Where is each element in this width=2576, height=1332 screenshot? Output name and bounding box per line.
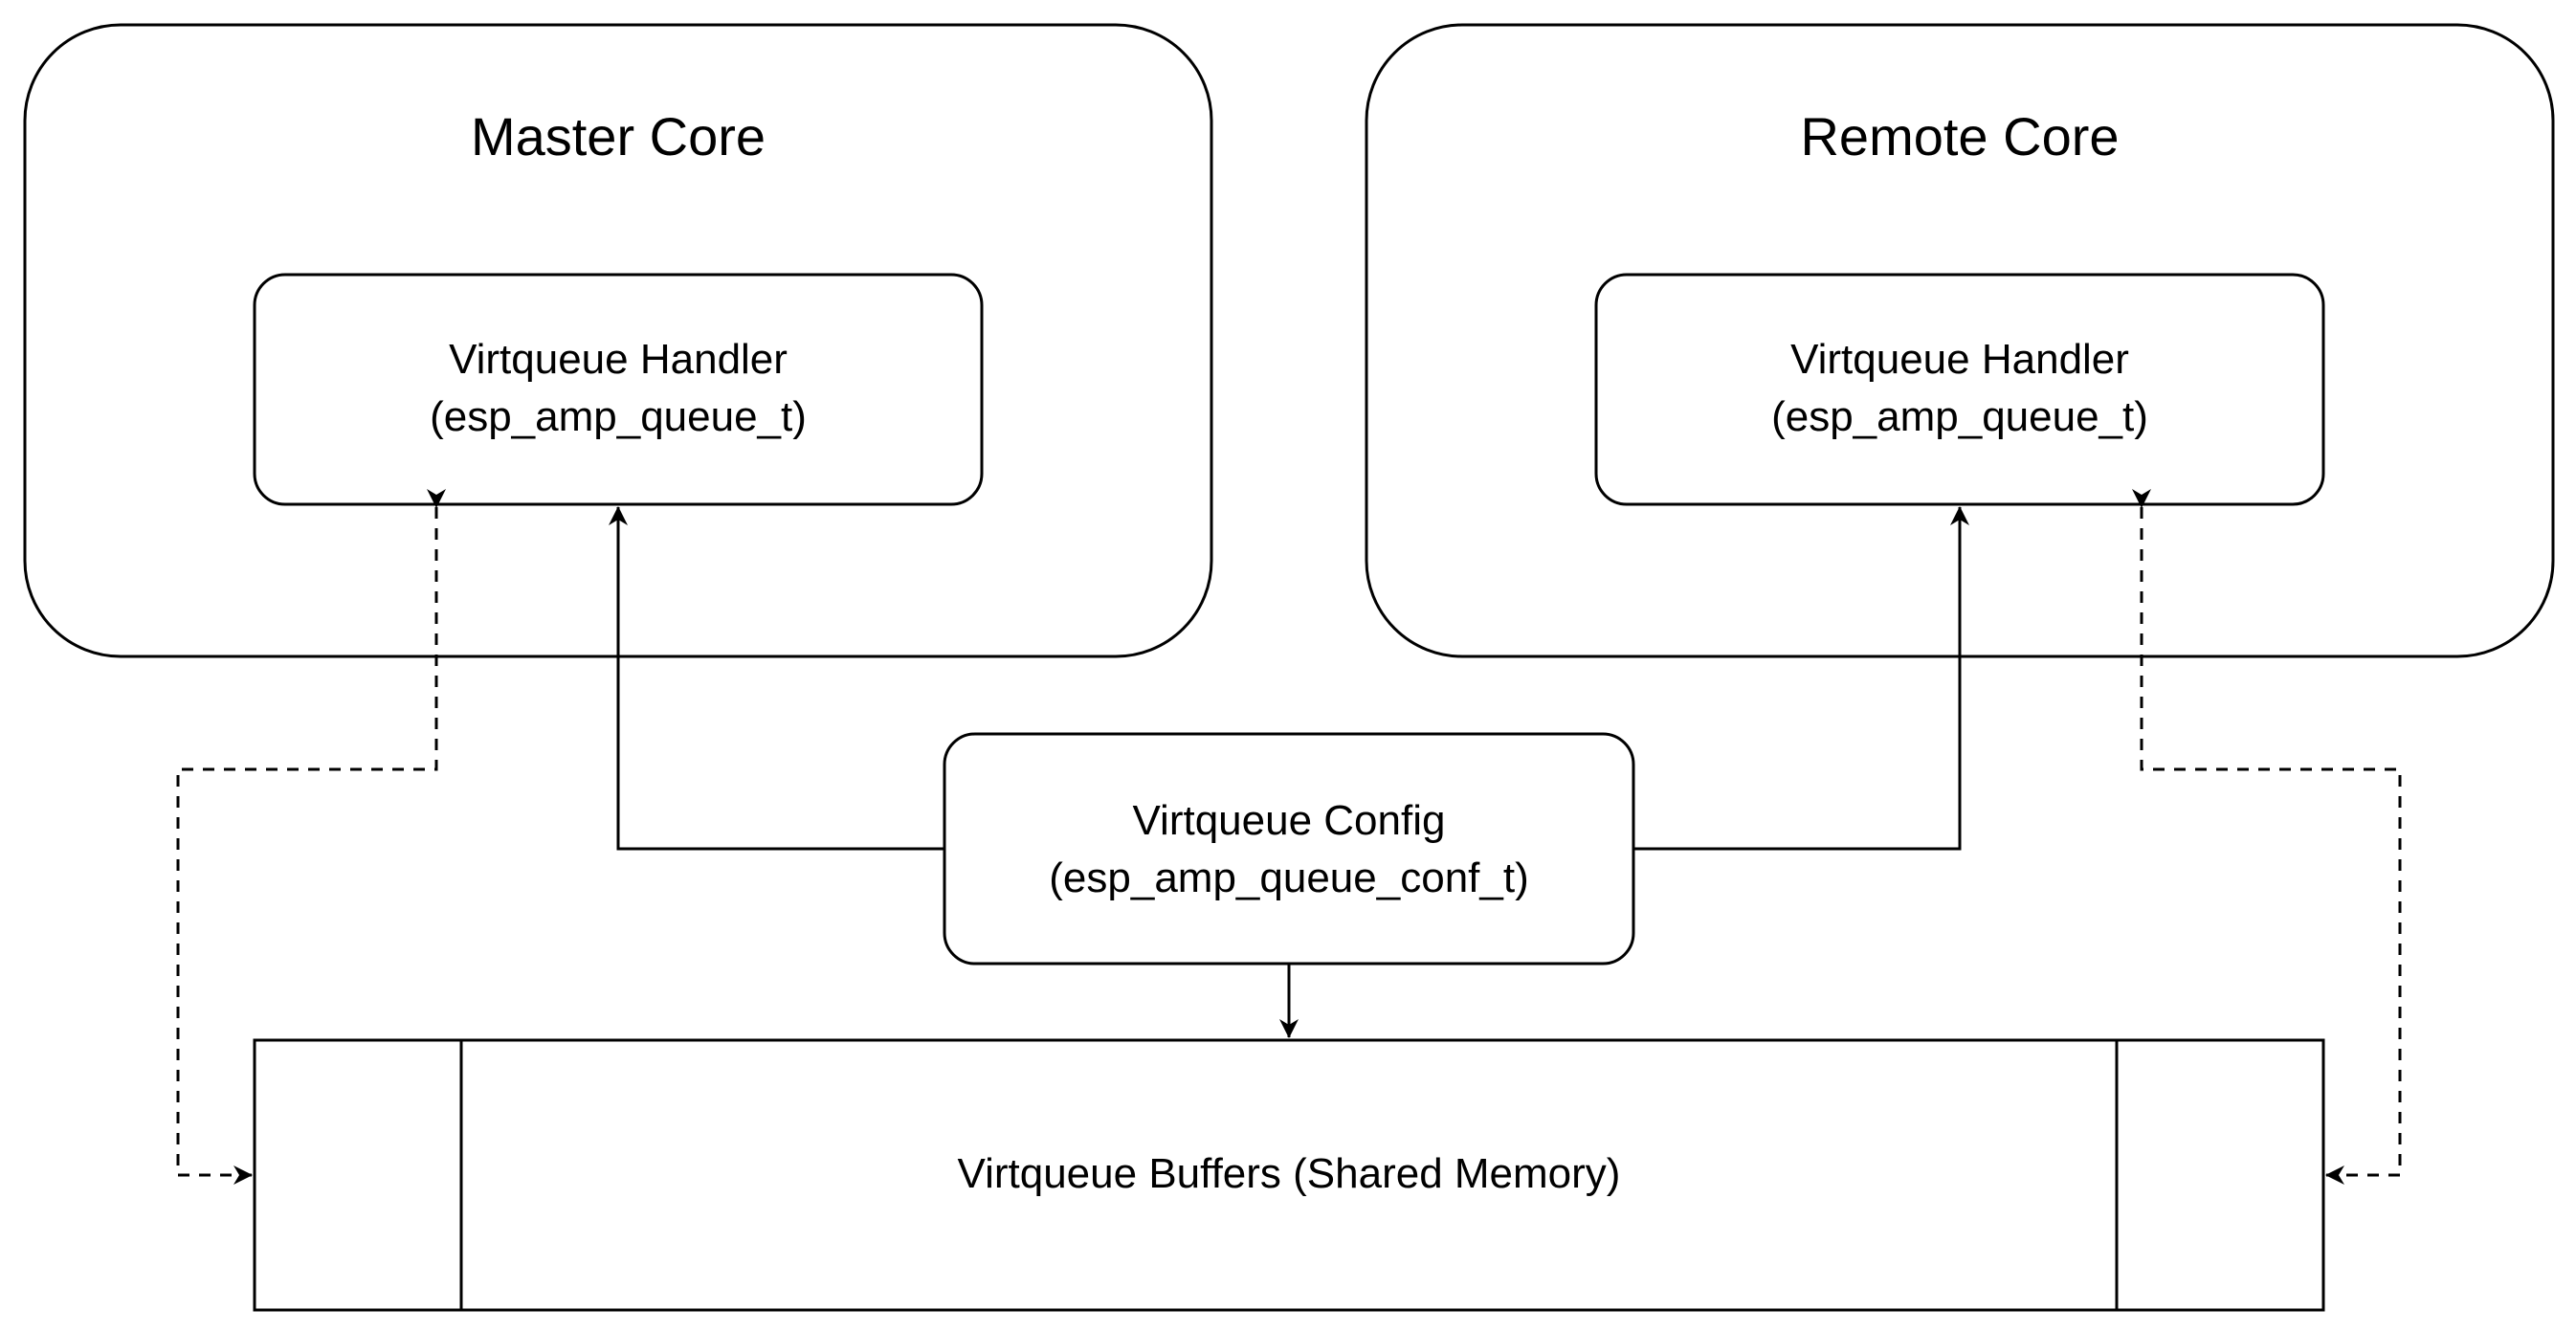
remote-handler-box (1594, 273, 2325, 506)
remote-handler-buffers-dashed-arrow (2132, 489, 2402, 1185)
config-to-remote-handler-arrow (1633, 506, 1969, 851)
master-handler-type: (esp_amp_queue_t) (430, 393, 807, 440)
virtqueue-buffers: Virtqueue Buffers (Shared Memory) (253, 1038, 2325, 1312)
config-box (943, 732, 1635, 966)
master-core-title: Master Core (471, 106, 766, 166)
master-handler-box (253, 273, 984, 506)
remote-core-title: Remote Core (1800, 106, 2119, 166)
remote-virtqueue-handler: Virtqueue Handler (esp_amp_queue_t) (1594, 273, 2325, 506)
config-type: (esp_amp_queue_conf_t) (1049, 855, 1528, 901)
virtqueue-config: Virtqueue Config (esp_amp_queue_conf_t) (943, 732, 1635, 966)
config-to-master-handler-arrow (609, 506, 944, 851)
remote-handler-type: (esp_amp_queue_t) (1771, 393, 2148, 440)
config-label: Virtqueue Config (1133, 797, 1446, 844)
connectors (176, 489, 2402, 1185)
master-handler-label: Virtqueue Handler (449, 336, 788, 383)
buffers-box (253, 1038, 2325, 1312)
remote-handler-label: Virtqueue Handler (1790, 336, 2129, 383)
master-handler-buffers-dashed-arrow (176, 489, 446, 1185)
master-virtqueue-handler: Virtqueue Handler (esp_amp_queue_t) (253, 273, 984, 506)
buffers-label: Virtqueue Buffers (Shared Memory) (958, 1150, 1621, 1197)
